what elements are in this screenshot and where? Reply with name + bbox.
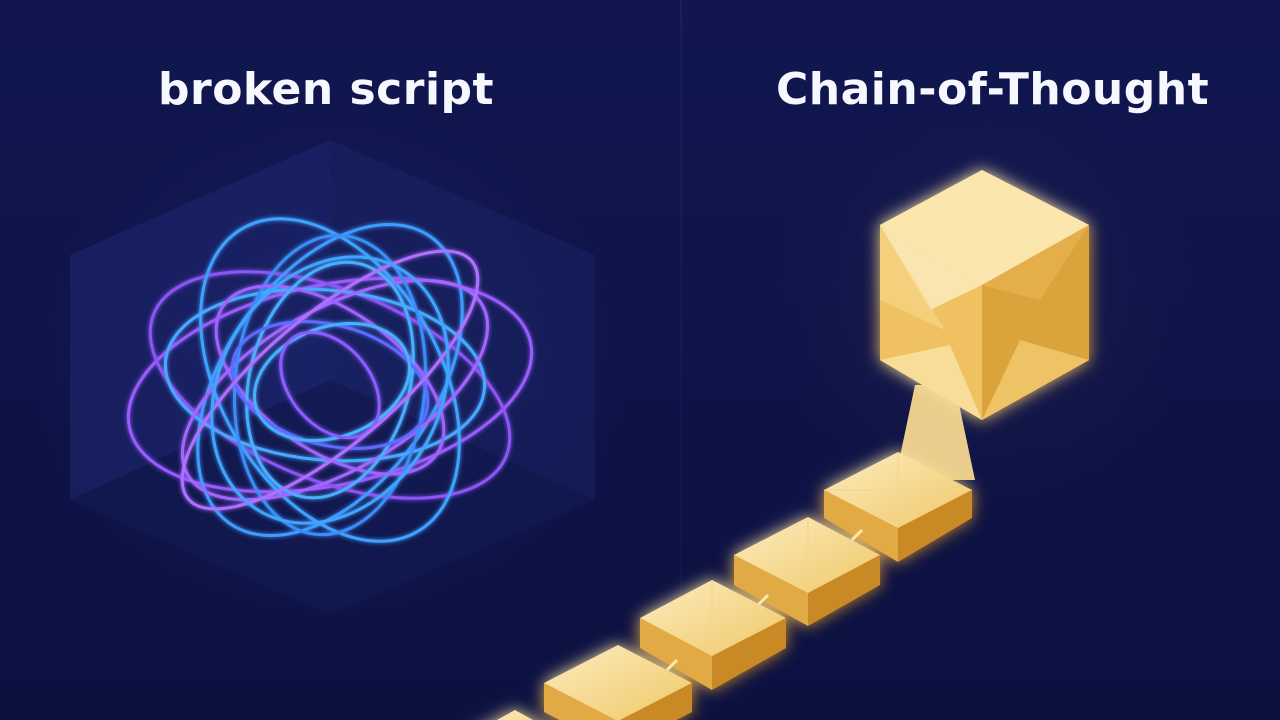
broken-script-title: broken script bbox=[158, 64, 495, 115]
broken-script-panel: broken script bbox=[70, 64, 595, 615]
chain-block bbox=[824, 452, 972, 562]
chain-block bbox=[734, 517, 880, 626]
golden-cube bbox=[880, 170, 1089, 420]
tangled-loops-icon bbox=[70, 140, 595, 615]
chain-block bbox=[640, 580, 786, 690]
panel-divider bbox=[680, 0, 682, 720]
chain-of-thought-panel: Chain-of-Thought bbox=[682, 0, 1280, 720]
chain-block bbox=[544, 645, 692, 720]
chain-block bbox=[497, 710, 533, 720]
chain-of-thought-title: Chain-of-Thought bbox=[776, 64, 1210, 115]
